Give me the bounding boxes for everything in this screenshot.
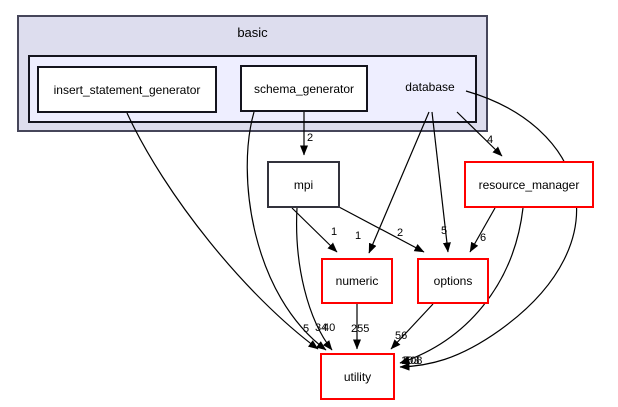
edge-count-label-schema_generator-to-mpi[interactable]: 2: [307, 132, 314, 144]
edge-count-label-options-to-utility[interactable]: 56: [395, 330, 408, 342]
dir-node-options[interactable]: options: [417, 258, 489, 304]
dir-node-label: utility: [343, 369, 372, 384]
dependency-edge-resource_manager-to-utility: [399, 207, 524, 364]
dir-node-schema-generator[interactable]: schema_generator: [240, 65, 368, 112]
edge-count-label-numeric-to-utility[interactable]: 255: [351, 323, 370, 335]
dependency-edge-mpi-to-numeric: [291, 207, 338, 253]
dependency-edge-mpi-to-utility: [296, 207, 333, 351]
dir-node-label: mpi: [293, 177, 314, 192]
edge-count-label-mpi-to-numeric[interactable]: 1: [331, 226, 338, 238]
dependency-edge-database-to-options: [431, 111, 451, 253]
dir-node-label: insert_statement_generator: [53, 82, 201, 97]
dependency-edge-resource_manager-to-options: [469, 207, 496, 253]
edge-count-label-database-to-utility[interactable]: 708: [404, 355, 423, 367]
current-dir-label-database: database: [405, 80, 455, 94]
edge-count-label-mpi-to-options[interactable]: 2: [397, 227, 404, 239]
cluster-basic-label[interactable]: basic: [237, 25, 268, 40]
dependency-edge-database-to-numeric: [368, 111, 430, 254]
edge-count-label-resource_manager-to-options[interactable]: 6: [480, 232, 487, 244]
dependency-edge-database-to-resource_manager: [456, 111, 503, 157]
dependency-edge-mpi-to-options: [338, 206, 425, 253]
dir-node-label: resource_manager: [478, 177, 580, 192]
dependency-edge-database-to-utility: [399, 90, 577, 371]
dependency-edge-schema_generator-to-utility: [246, 111, 327, 351]
edge-count-label-database-to-numeric[interactable]: 1: [355, 230, 362, 242]
edge-count-label-schema_generator-to-utility[interactable]: 34: [315, 322, 328, 334]
dependency-edge-options-to-utility: [390, 303, 434, 350]
dependency-edge-insert_statement_generator-to-utility: [126, 112, 319, 350]
edge-count-label-mpi-to-utility[interactable]: 40: [323, 322, 336, 334]
dir-node-label: schema_generator: [253, 81, 355, 96]
dir-node-label: numeric: [335, 274, 379, 288]
dir-node-insert-statement-generator[interactable]: insert_statement_generator: [37, 66, 217, 113]
dir-node-mpi[interactable]: mpi: [267, 161, 340, 208]
dir-node-label: options: [433, 274, 473, 288]
edge-count-label-database-to-options[interactable]: 5: [441, 225, 448, 237]
dir-node-numeric[interactable]: numeric: [321, 258, 393, 304]
edge-count-label-insert_statement_generator-to-utility[interactable]: 5: [303, 323, 310, 335]
dir-node-utility[interactable]: utility: [320, 353, 395, 400]
dir-node-resource-manager[interactable]: resource_manager: [464, 161, 594, 208]
edge-count-label-database-to-resource_manager[interactable]: 4: [487, 134, 494, 146]
